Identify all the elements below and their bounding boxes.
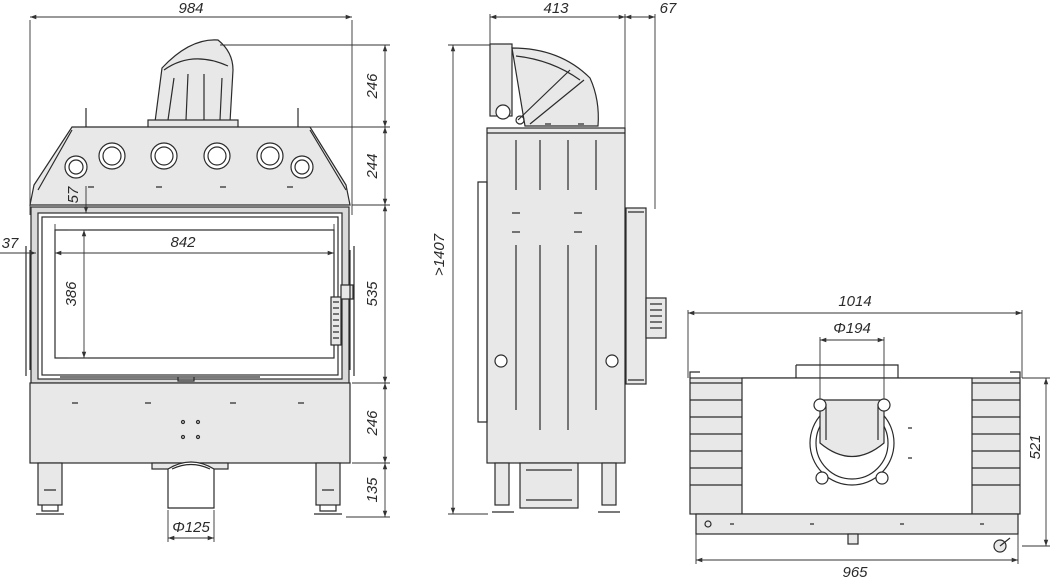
front-dim-total-width: 984 <box>178 0 203 17</box>
side-dim-depth: 413 <box>543 0 569 17</box>
side-door-handle <box>625 207 667 385</box>
side-body <box>486 127 626 464</box>
side-dim-total-height: >1407 <box>431 233 448 276</box>
top-front-strip <box>695 513 1019 535</box>
front-dim-flue-height: 246 <box>364 73 381 100</box>
front-dim-side-offset: 57 <box>65 186 82 203</box>
top-view: 1014 Φ194 521 965 <box>687 293 1050 581</box>
front-air-inlet <box>151 461 229 509</box>
front-base-section <box>29 382 351 464</box>
top-dim-flue-diameter: Φ194 <box>833 320 871 337</box>
side-ribs <box>512 140 597 430</box>
front-dim-top-section: 244 <box>364 153 381 179</box>
front-dim-left-edge: 37 <box>2 235 19 252</box>
front-legs <box>36 462 342 515</box>
front-dim-door-height: 535 <box>364 281 381 307</box>
front-dim-glass-height: 386 <box>63 281 80 307</box>
front-dimension-lines <box>0 14 390 542</box>
side-dim-handle: 67 <box>660 0 677 17</box>
front-dim-base-section: 246 <box>364 410 381 437</box>
front-dim-glass-width: 842 <box>170 234 196 251</box>
front-flue-outlet <box>147 39 239 129</box>
front-dim-air-inlet: Φ125 <box>172 519 210 536</box>
top-flue-outlet <box>809 398 912 486</box>
front-air-outlets <box>64 142 314 188</box>
front-view: 984 246 244 57 37 842 386 535 246 135 Φ1… <box>0 0 390 542</box>
side-dimension-lines <box>448 14 656 515</box>
top-dim-outer-width: 1014 <box>838 293 871 310</box>
top-dim-depth: 521 <box>1027 434 1044 459</box>
side-flue-elbow <box>489 43 599 127</box>
top-dim-inner-width: 965 <box>842 564 868 581</box>
side-view: 413 67 >1407 <box>431 0 677 515</box>
top-side-panels <box>689 371 1021 486</box>
front-dim-leg-height: 135 <box>364 477 381 503</box>
top-dimension-lines <box>687 310 1050 564</box>
